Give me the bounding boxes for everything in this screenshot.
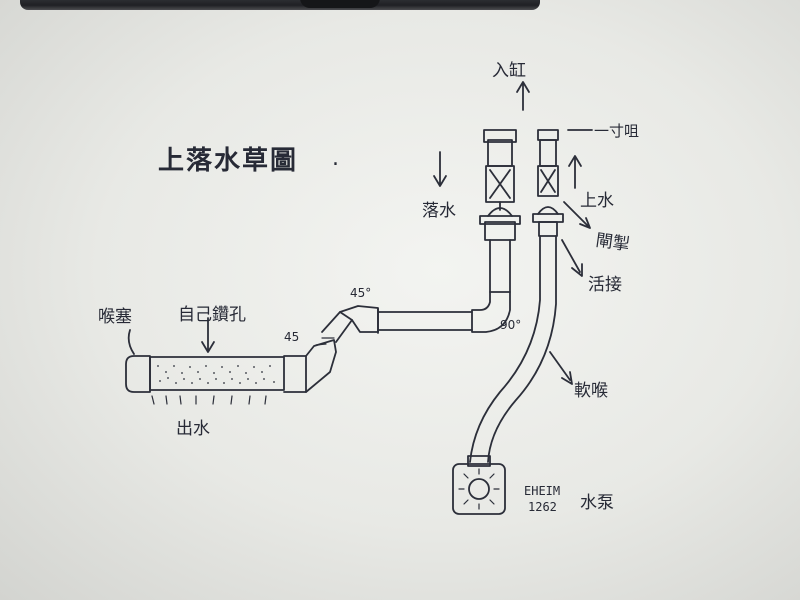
pump-model-number: 1262 (528, 500, 557, 514)
return-pipe (283, 291, 511, 393)
elbow-45-lower (305, 339, 337, 393)
pen-clip (300, 0, 380, 8)
pen (20, 0, 540, 10)
supply-assembly (469, 129, 564, 463)
label-pump: 水泵 (580, 493, 614, 513)
elbow-45-lower-rim (315, 337, 335, 346)
arrow-down-drain (433, 151, 447, 187)
label-union: 活接 (588, 275, 622, 295)
pump (452, 455, 506, 515)
label-to-tank: 入缸 (492, 61, 526, 81)
union-right-flange (532, 213, 564, 223)
arrows (127, 81, 593, 385)
drill-holes (157, 365, 275, 384)
label-outflow: 出水 (176, 419, 210, 439)
union-left (484, 221, 516, 241)
union-right-nut (537, 206, 559, 215)
label-angle-upper: 45° (350, 286, 372, 300)
outflow-marks (151, 395, 267, 405)
valve-left-handle (489, 169, 511, 199)
fitting-left-cap (483, 129, 517, 143)
pipe-coupling (283, 355, 307, 393)
label-water-in: 上水 (580, 191, 614, 211)
end-cap (125, 355, 151, 393)
union-right (538, 221, 558, 237)
pipe-horizontal (377, 311, 473, 331)
label-angle-lower: 45 (284, 330, 300, 344)
pump-brand: EHEIM (524, 484, 561, 498)
diagram-title: 上落水草圖 (158, 146, 299, 176)
arrow-valve (563, 201, 591, 229)
arrow-cap (127, 329, 135, 355)
nozzle-cap (537, 129, 559, 141)
union-left-flange (479, 215, 521, 225)
title-period: . (332, 146, 339, 171)
pipe-diagonal (321, 311, 353, 343)
drain-pipe (489, 239, 511, 293)
label-water-out: 落水 (422, 201, 456, 221)
label-soft-hose: 軟喉 (574, 381, 608, 401)
soft-hose-edge-a (469, 235, 541, 463)
label-self-drilled: 自己鑽孔 (178, 305, 246, 325)
arrow-union (561, 239, 583, 277)
soft-hose-edge-b (487, 235, 557, 463)
label-valve: 閘掣 (594, 230, 631, 256)
pump-body (452, 463, 506, 515)
arrow-hose (549, 351, 573, 385)
arrow-up-to-tank (516, 81, 530, 111)
arrow-drilled (201, 317, 215, 353)
label-one-inch-nozzle: 一寸咀 (594, 122, 640, 140)
nozzle (539, 139, 557, 167)
pump-outlet (467, 455, 491, 467)
perforated-pipe (149, 356, 285, 391)
label-end-cap: 喉塞 (98, 307, 132, 327)
drain-assembly (479, 129, 521, 293)
valve-right (537, 165, 559, 197)
valve-right-handle (540, 169, 556, 193)
spray-bar (125, 355, 285, 405)
label-angle-elbow: 90° (500, 318, 522, 332)
pump-impeller-rays (458, 468, 500, 510)
pump-impeller (468, 478, 490, 500)
fitting-left (487, 139, 513, 167)
arrow-up-supply (568, 155, 582, 189)
